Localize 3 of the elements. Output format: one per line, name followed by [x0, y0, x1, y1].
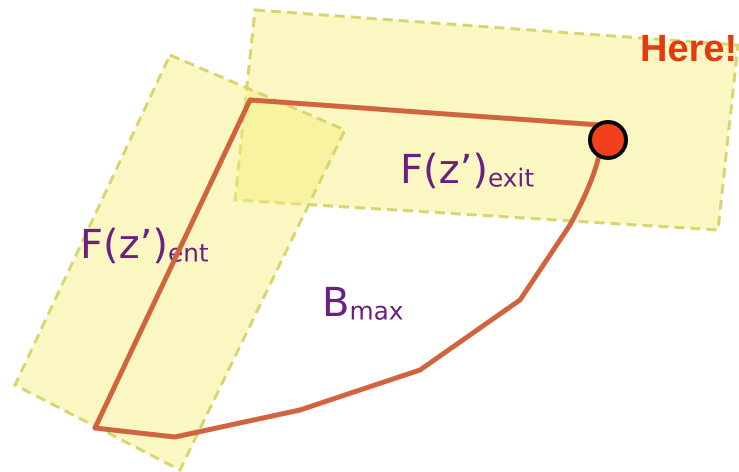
region-label: B$_{max}$	[322, 283, 404, 325]
region-label: F(z’)$_{exit}$	[400, 150, 534, 192]
callout-text: Here!	[640, 28, 738, 71]
